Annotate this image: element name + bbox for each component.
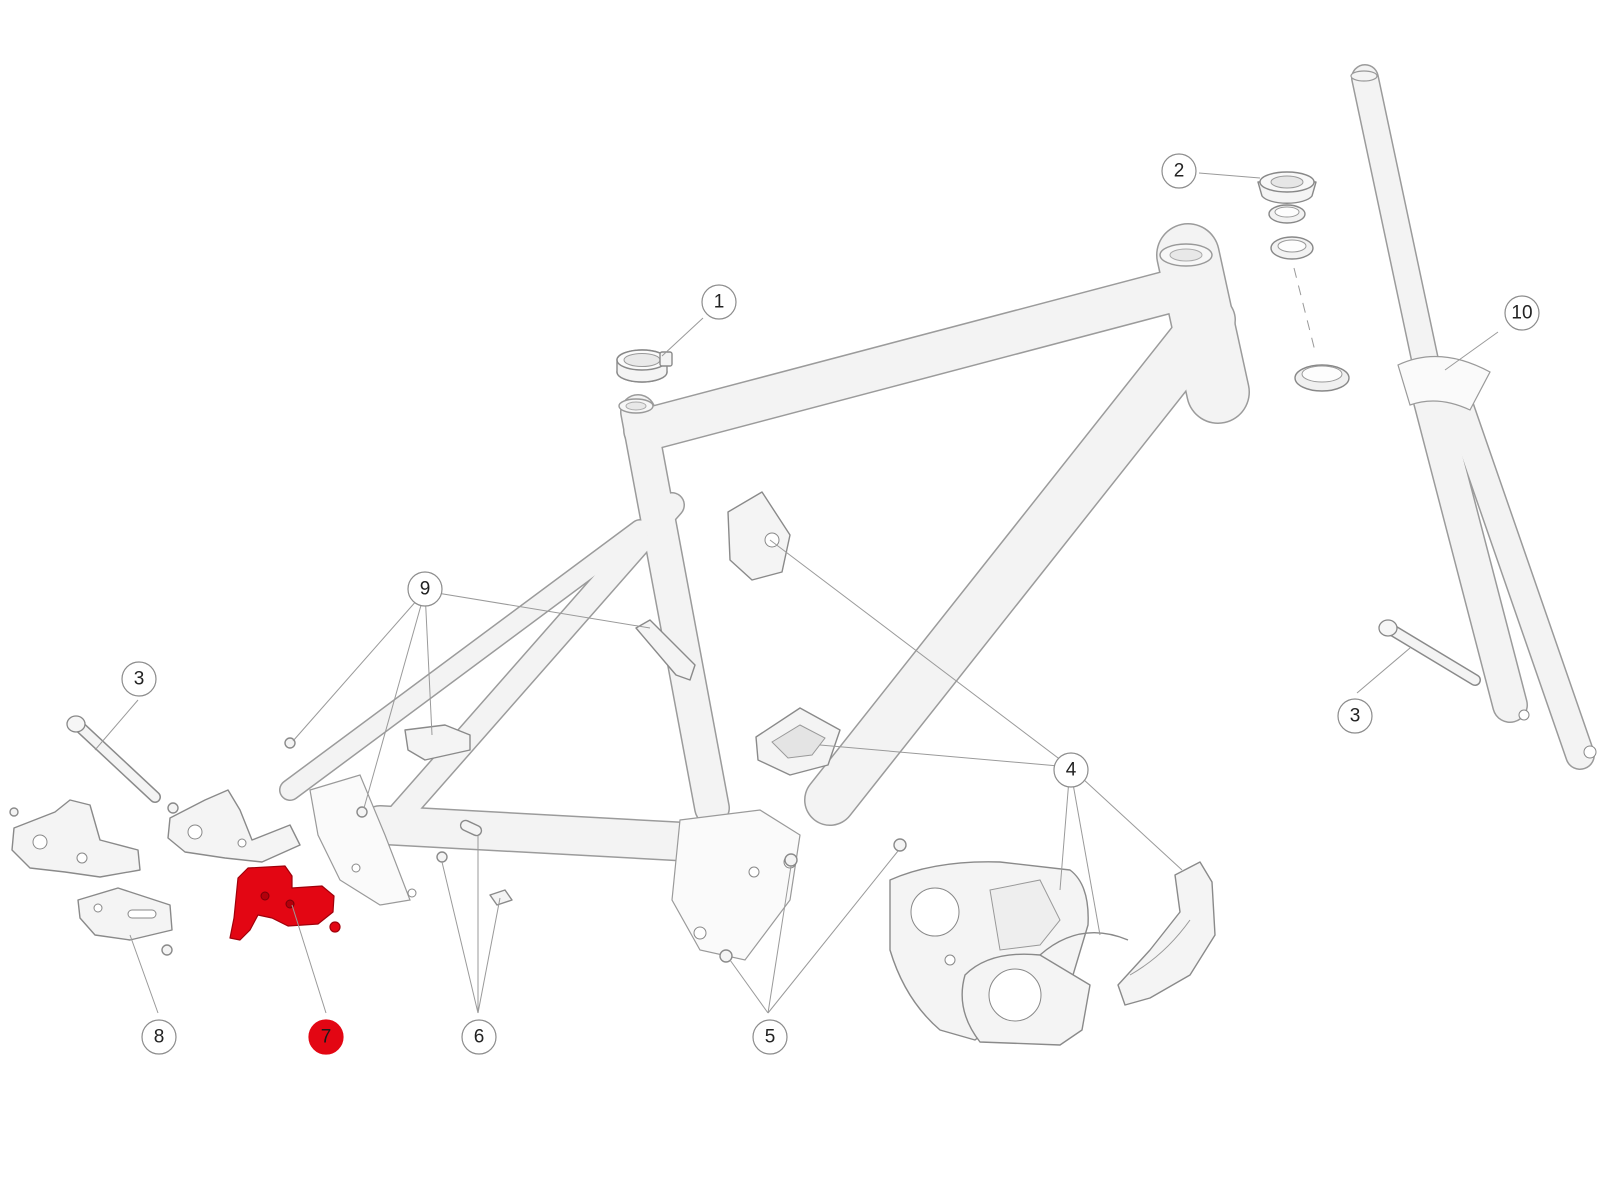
callout-6-label: 6	[474, 1027, 485, 1048]
callout-8: 8	[141, 1019, 177, 1055]
main-frame	[279, 223, 1250, 961]
callout-9-label: 9	[420, 579, 431, 600]
bolts	[719, 838, 907, 963]
callout-3-front: 3	[1337, 698, 1373, 734]
callout-5: 5	[752, 1019, 788, 1055]
rear-thru-axle	[66, 715, 161, 803]
callout-6: 6	[461, 1019, 497, 1055]
thru-axles	[66, 619, 1481, 803]
callout-7-label: 7	[321, 1027, 332, 1048]
small-fittings	[436, 819, 513, 906]
callout-7-highlighted: 7	[308, 1019, 344, 1055]
front-thru-axle	[1378, 619, 1481, 686]
callout-10: 10	[1504, 295, 1540, 331]
fork	[1350, 64, 1597, 770]
callout-9: 9	[407, 571, 443, 607]
callout-2-label: 2	[1174, 161, 1185, 182]
callout-1-label: 1	[714, 292, 725, 313]
seat-clamp	[616, 349, 673, 383]
frame-covers	[727, 491, 1216, 1046]
dropouts	[9, 799, 179, 956]
callout-4-label: 4	[1066, 760, 1077, 781]
callout-10-label: 10	[1511, 303, 1532, 324]
callout-5-label: 5	[765, 1027, 776, 1048]
callout-3-rear-label: 3	[134, 669, 145, 690]
callout-1: 1	[701, 284, 737, 320]
callout-4: 4	[1053, 752, 1089, 788]
callout-2: 2	[1161, 153, 1197, 189]
callout-8-label: 8	[154, 1027, 165, 1048]
derailleur-hanger	[167, 789, 301, 863]
cable-guides	[284, 619, 696, 818]
callout-3-rear: 3	[121, 661, 157, 697]
headset	[1257, 171, 1350, 392]
highlighted-part-7-bracket	[229, 865, 341, 941]
leader-lines	[94, 172, 1499, 1014]
callout-3-front-label: 3	[1350, 706, 1361, 727]
